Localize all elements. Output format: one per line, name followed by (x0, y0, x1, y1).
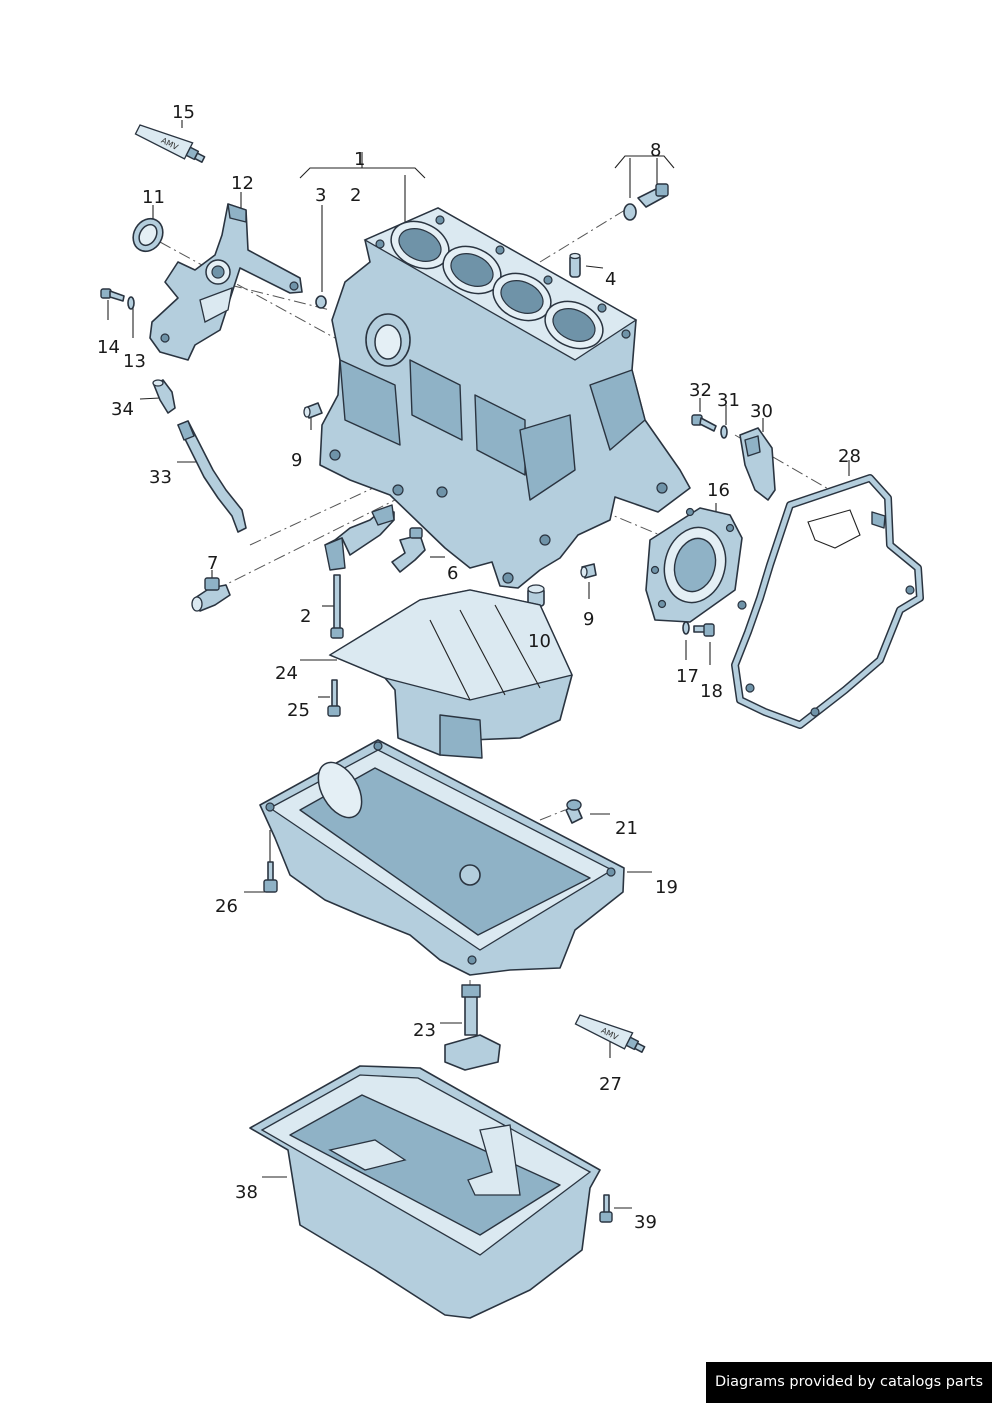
label-12: 12 (231, 173, 254, 194)
bearing-bolt-2 (330, 574, 344, 639)
label-28: 28 (838, 446, 861, 467)
bracket-12 (149, 203, 303, 361)
bolt-32 (691, 414, 717, 432)
sealant-tube-27: AMV (574, 1014, 646, 1053)
label-1: 1 (354, 149, 366, 170)
label-33: 33 (149, 467, 172, 488)
label-26: 26 (215, 896, 238, 917)
label-17: 17 (676, 666, 699, 687)
seal-ring-11 (132, 217, 164, 253)
washer-17 (682, 621, 690, 635)
label-19: 19 (655, 877, 678, 898)
plug-3 (315, 295, 327, 309)
oil-jet-6 (391, 527, 426, 573)
bolt-25 (327, 679, 341, 717)
cylinder-block-1 (319, 207, 691, 589)
label-10: 10 (528, 631, 551, 652)
leader-lines (107, 120, 850, 1209)
label-13: 13 (123, 351, 146, 372)
label-9-lower: 9 (583, 609, 595, 630)
dowel-4 (569, 252, 581, 278)
label-31: 31 (717, 390, 740, 411)
label-15: 15 (172, 102, 195, 123)
bolt-39 (599, 1194, 613, 1223)
label-25: 25 (287, 700, 310, 721)
label-38: 38 (235, 1182, 258, 1203)
bearing-cap (324, 504, 395, 571)
label-21: 21 (615, 818, 638, 839)
gasket-28 (731, 474, 924, 729)
oil-pressure-sender-7 (191, 577, 231, 612)
label-3: 3 (315, 185, 327, 206)
lower-oil-pan-38 (249, 1065, 601, 1319)
label-32: 32 (689, 380, 712, 401)
label-8: 8 (650, 140, 662, 161)
seal-flange-16 (645, 507, 743, 623)
dowel-sleeve-9-lower (580, 563, 597, 579)
drain-plug-21 (565, 799, 583, 824)
label-7: 7 (207, 553, 219, 574)
oil-baffle-24 (328, 589, 573, 759)
plug-seal-8 (623, 183, 669, 221)
label-14: 14 (97, 337, 120, 358)
bolt-18 (693, 623, 715, 637)
sealant-tube-15: AMV (134, 124, 206, 163)
washer-13 (127, 296, 135, 310)
label-16: 16 (707, 480, 730, 501)
dipstick-cap-34 (152, 379, 176, 414)
bolt-14 (100, 288, 125, 302)
label-9-upper: 9 (291, 450, 303, 471)
label-23: 23 (413, 1020, 436, 1041)
credit-banner: Diagrams provided by catalogs parts (706, 1362, 992, 1403)
label-4: 4 (605, 269, 617, 290)
label-2-bottom: 2 (300, 606, 312, 627)
label-24: 24 (275, 663, 298, 684)
upper-oil-pan-19 (259, 739, 625, 976)
label-18: 18 (700, 681, 723, 702)
label-39: 39 (634, 1212, 657, 1233)
label-2-top: 2 (350, 185, 362, 206)
dipstick-tube-33 (177, 420, 247, 533)
bolt-26 (263, 861, 278, 893)
dowel-sleeve-9-upper (303, 402, 323, 419)
label-30: 30 (750, 401, 773, 422)
label-6: 6 (447, 563, 459, 584)
label-11: 11 (142, 187, 165, 208)
cover-30 (739, 427, 776, 501)
sleeve-10 (527, 584, 545, 607)
oil-pump-pickup-23 (444, 984, 501, 1071)
washer-31 (720, 425, 728, 439)
label-27: 27 (599, 1074, 622, 1095)
label-34: 34 (111, 399, 134, 420)
